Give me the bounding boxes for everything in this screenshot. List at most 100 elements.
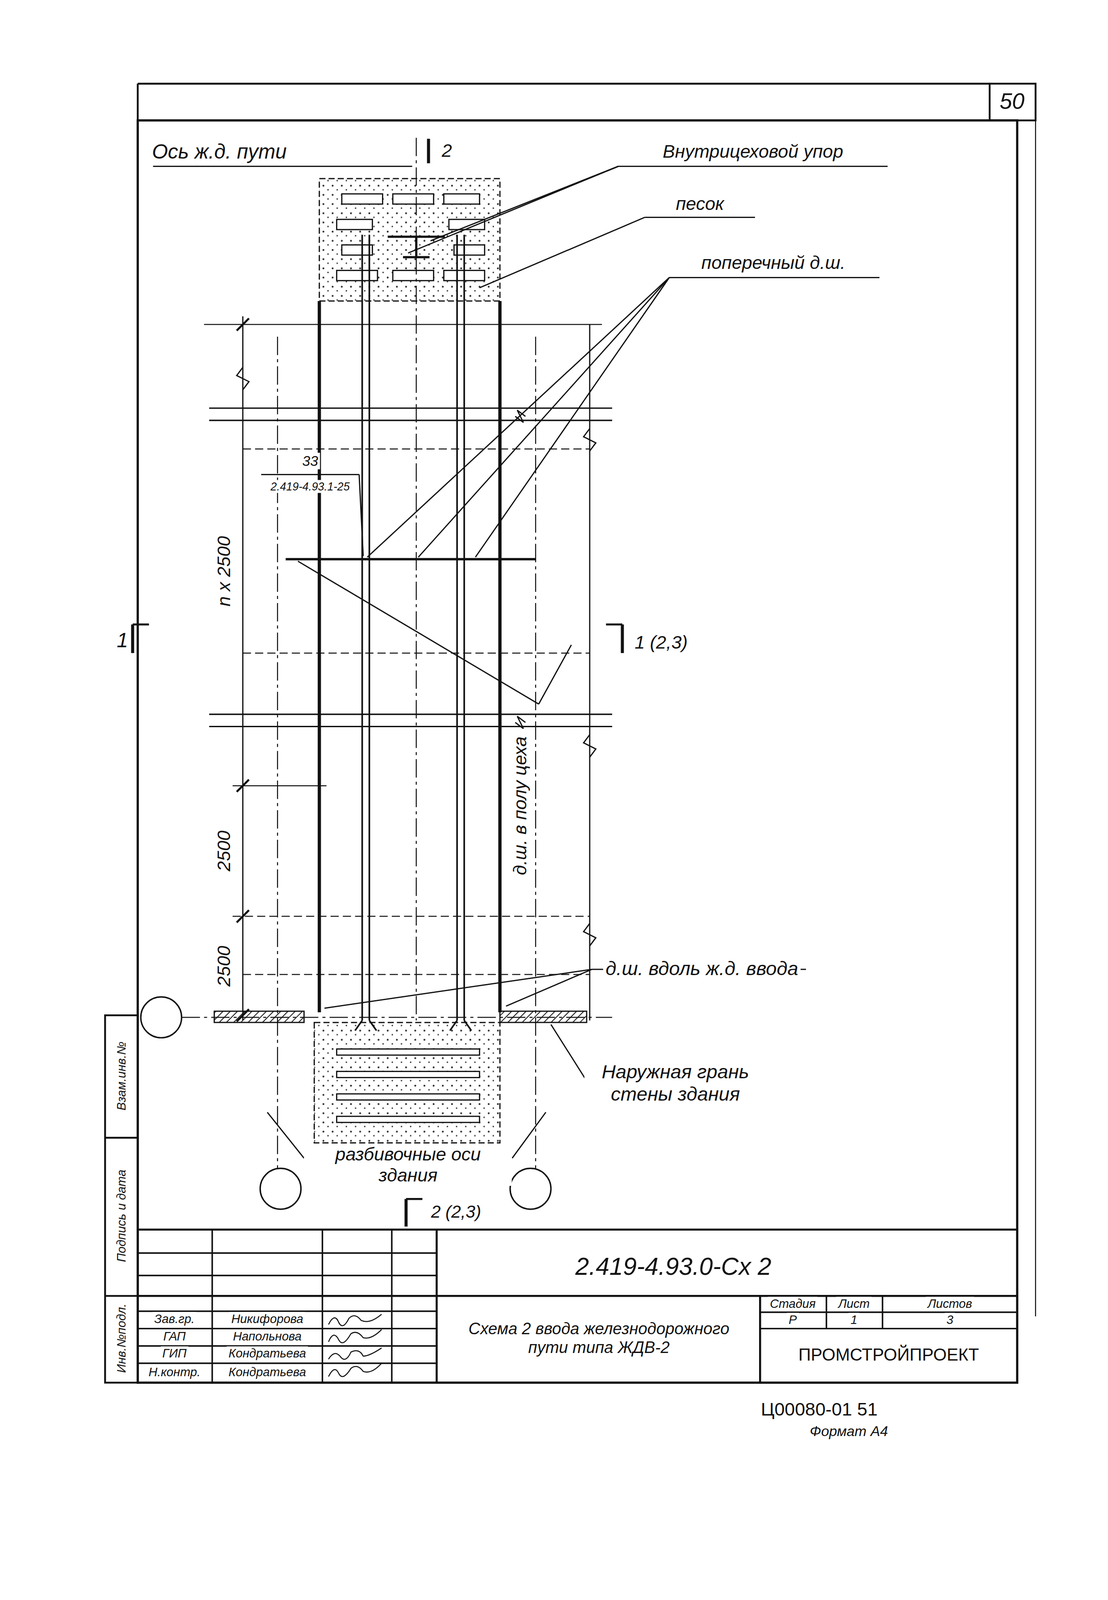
stamp-line [825,1296,827,1329]
stamp-cell: Зав.гр. [152,1312,197,1327]
cross-joint [209,419,613,422]
leader-line [644,216,756,219]
leader-line [506,969,592,1007]
section-number: 1 (2,3) [632,632,690,654]
leader-line [267,1112,304,1159]
axis-bubble [510,1168,551,1210]
organization-name: ПРОМСТРОЙПРОЕКТ [796,1344,981,1365]
stamp-cell: Листов [925,1296,974,1312]
side-stamp-cell: Взам.инв.№ [114,1040,129,1113]
block [341,244,373,256]
cross-joint [285,558,536,561]
drawing-number: 2.419-4.93.0-Сх 2 [573,1253,774,1282]
sand-bed-top [319,178,500,302]
part-label: песок [674,193,727,215]
leader-line [359,474,364,557]
wall-section [499,1011,587,1023]
axis-label: Ось ж.д. пути [150,140,289,164]
rail [361,234,364,1021]
slab-edge [242,973,590,975]
section-mark [427,138,431,164]
slab-edge [242,448,590,450]
side-strip [104,1015,138,1383]
section-mark [406,1198,423,1201]
leader-line [407,166,618,253]
slab-edge [242,652,590,654]
block [336,270,378,281]
section-mark [132,623,150,626]
stamp-cell: Напольнова [231,1329,304,1344]
callout-reference: 2.419-4.93.1-25 [268,480,352,494]
stamp-cell: ГАП [161,1329,188,1344]
side-stamp-cell: Инв.№подл. [114,1302,129,1376]
dimension-extension [204,323,603,325]
block [336,1094,480,1101]
cross-joint [209,726,613,728]
frame-line [137,82,990,85]
rail [456,234,458,1021]
frame-line [1035,120,1037,1317]
page-number-box [989,83,1036,121]
section-mark [404,1199,408,1227]
leader-line [618,165,888,168]
block [392,270,434,281]
cross-joint [209,713,613,716]
sheet-frame [104,83,1036,1383]
rail-end [449,1020,458,1031]
rail [368,234,371,1021]
leader-line [324,969,592,1009]
stamp-line [759,1311,1017,1314]
section-number: 2 (2,3) [429,1202,483,1223]
stamp-cell: Кондратьева [226,1347,308,1362]
axis-label: разбивочные оси здания [304,1144,513,1187]
stamp-line [137,1295,1017,1298]
title-block [137,1229,1017,1384]
stamp-cell: 1 [848,1313,860,1328]
stamp-cell: Кондратьева [226,1365,308,1380]
section-mark [605,623,623,626]
stamp-line [137,1362,437,1365]
side-strip-line [104,1137,138,1139]
leader-line [512,1112,546,1159]
part-label: Внутрицеховой упор [660,141,845,163]
dimension: n x 2500 [214,534,236,609]
page-number: 50 [997,89,1027,116]
frame-line [136,83,139,121]
rail-end [369,1020,377,1031]
stamp-line [137,1275,437,1277]
section-number: 1 [114,629,130,653]
sand-fill [314,178,500,1144]
dimension-tick [236,910,249,923]
leader-line [367,277,670,558]
stamp-line [759,1296,762,1383]
drawing-title: Схема 2 ввода железнодорожного пути типа… [449,1319,749,1358]
section-mark [621,624,625,654]
break-mark [236,367,249,390]
block [336,1116,480,1123]
part-label: д.ш. вдоль ж.д. ввода [603,957,801,981]
sand-bed-bottom [314,1022,500,1144]
block [341,193,383,205]
block [336,1049,480,1056]
track-axis [415,137,417,1021]
building-axis [535,336,537,1169]
block [443,193,480,205]
break-mark [583,923,596,946]
callout-number: 33 [300,453,320,470]
block [392,193,434,205]
callout-shelf [261,474,360,476]
dimension: 2500 [214,828,236,873]
leader-line [479,217,645,289]
block [453,244,485,256]
signature [328,1348,382,1360]
leader-line [669,277,880,279]
block [336,1071,480,1079]
break-mark [583,428,596,451]
side-strip-line [104,1295,138,1297]
format-note: Формат А4 [807,1422,890,1440]
part-label: поперечный д.ш. [699,252,848,274]
building-axis [277,336,278,1169]
signature [328,1363,382,1377]
rail [463,234,466,1021]
